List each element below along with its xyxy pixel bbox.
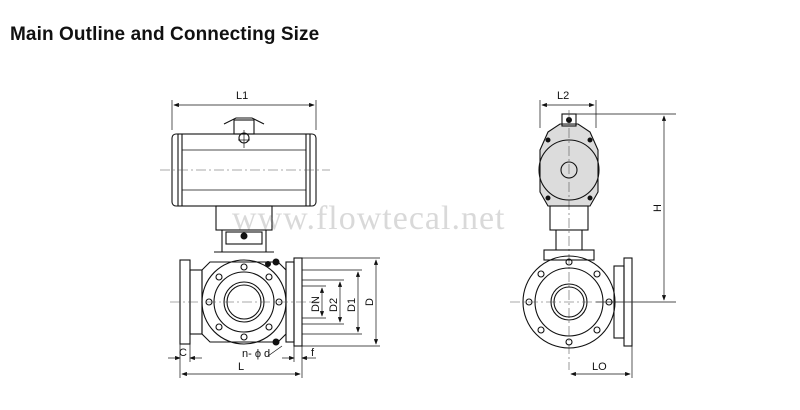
dim-label-l: L bbox=[238, 361, 244, 373]
page-title: Main Outline and Connecting Size bbox=[10, 24, 320, 45]
dim-label-f: f bbox=[311, 347, 315, 359]
valve-body-front bbox=[170, 257, 320, 347]
dim-label-lo: LO bbox=[592, 361, 607, 373]
front-view: L1 bbox=[160, 90, 380, 378]
bracket-side bbox=[543, 205, 595, 261]
bottom-dimensions: C L n- ϕ d f bbox=[168, 344, 316, 378]
dim-label-dn: DN bbox=[310, 296, 322, 312]
dim-label-h: H bbox=[652, 204, 664, 212]
dim-label-d1: D1 bbox=[346, 298, 358, 312]
actuator bbox=[160, 117, 330, 207]
watermark: www.flowtecal.net bbox=[232, 200, 506, 237]
dim-label-d2: D2 bbox=[328, 298, 340, 312]
valve-body-side bbox=[510, 255, 640, 349]
side-view: L2 H bbox=[510, 90, 676, 378]
dim-label-l2: L2 bbox=[557, 90, 569, 102]
flange-dimensions: DN D2 D1 D bbox=[302, 257, 380, 347]
dim-label-d: D bbox=[364, 298, 376, 306]
dim-label-n-phi-d: n- ϕ d bbox=[242, 348, 270, 360]
dim-label-l1: L1 bbox=[236, 90, 248, 102]
bracket bbox=[214, 205, 274, 253]
actuator-end-view bbox=[538, 110, 600, 370]
dim-label-c: C bbox=[179, 347, 187, 359]
